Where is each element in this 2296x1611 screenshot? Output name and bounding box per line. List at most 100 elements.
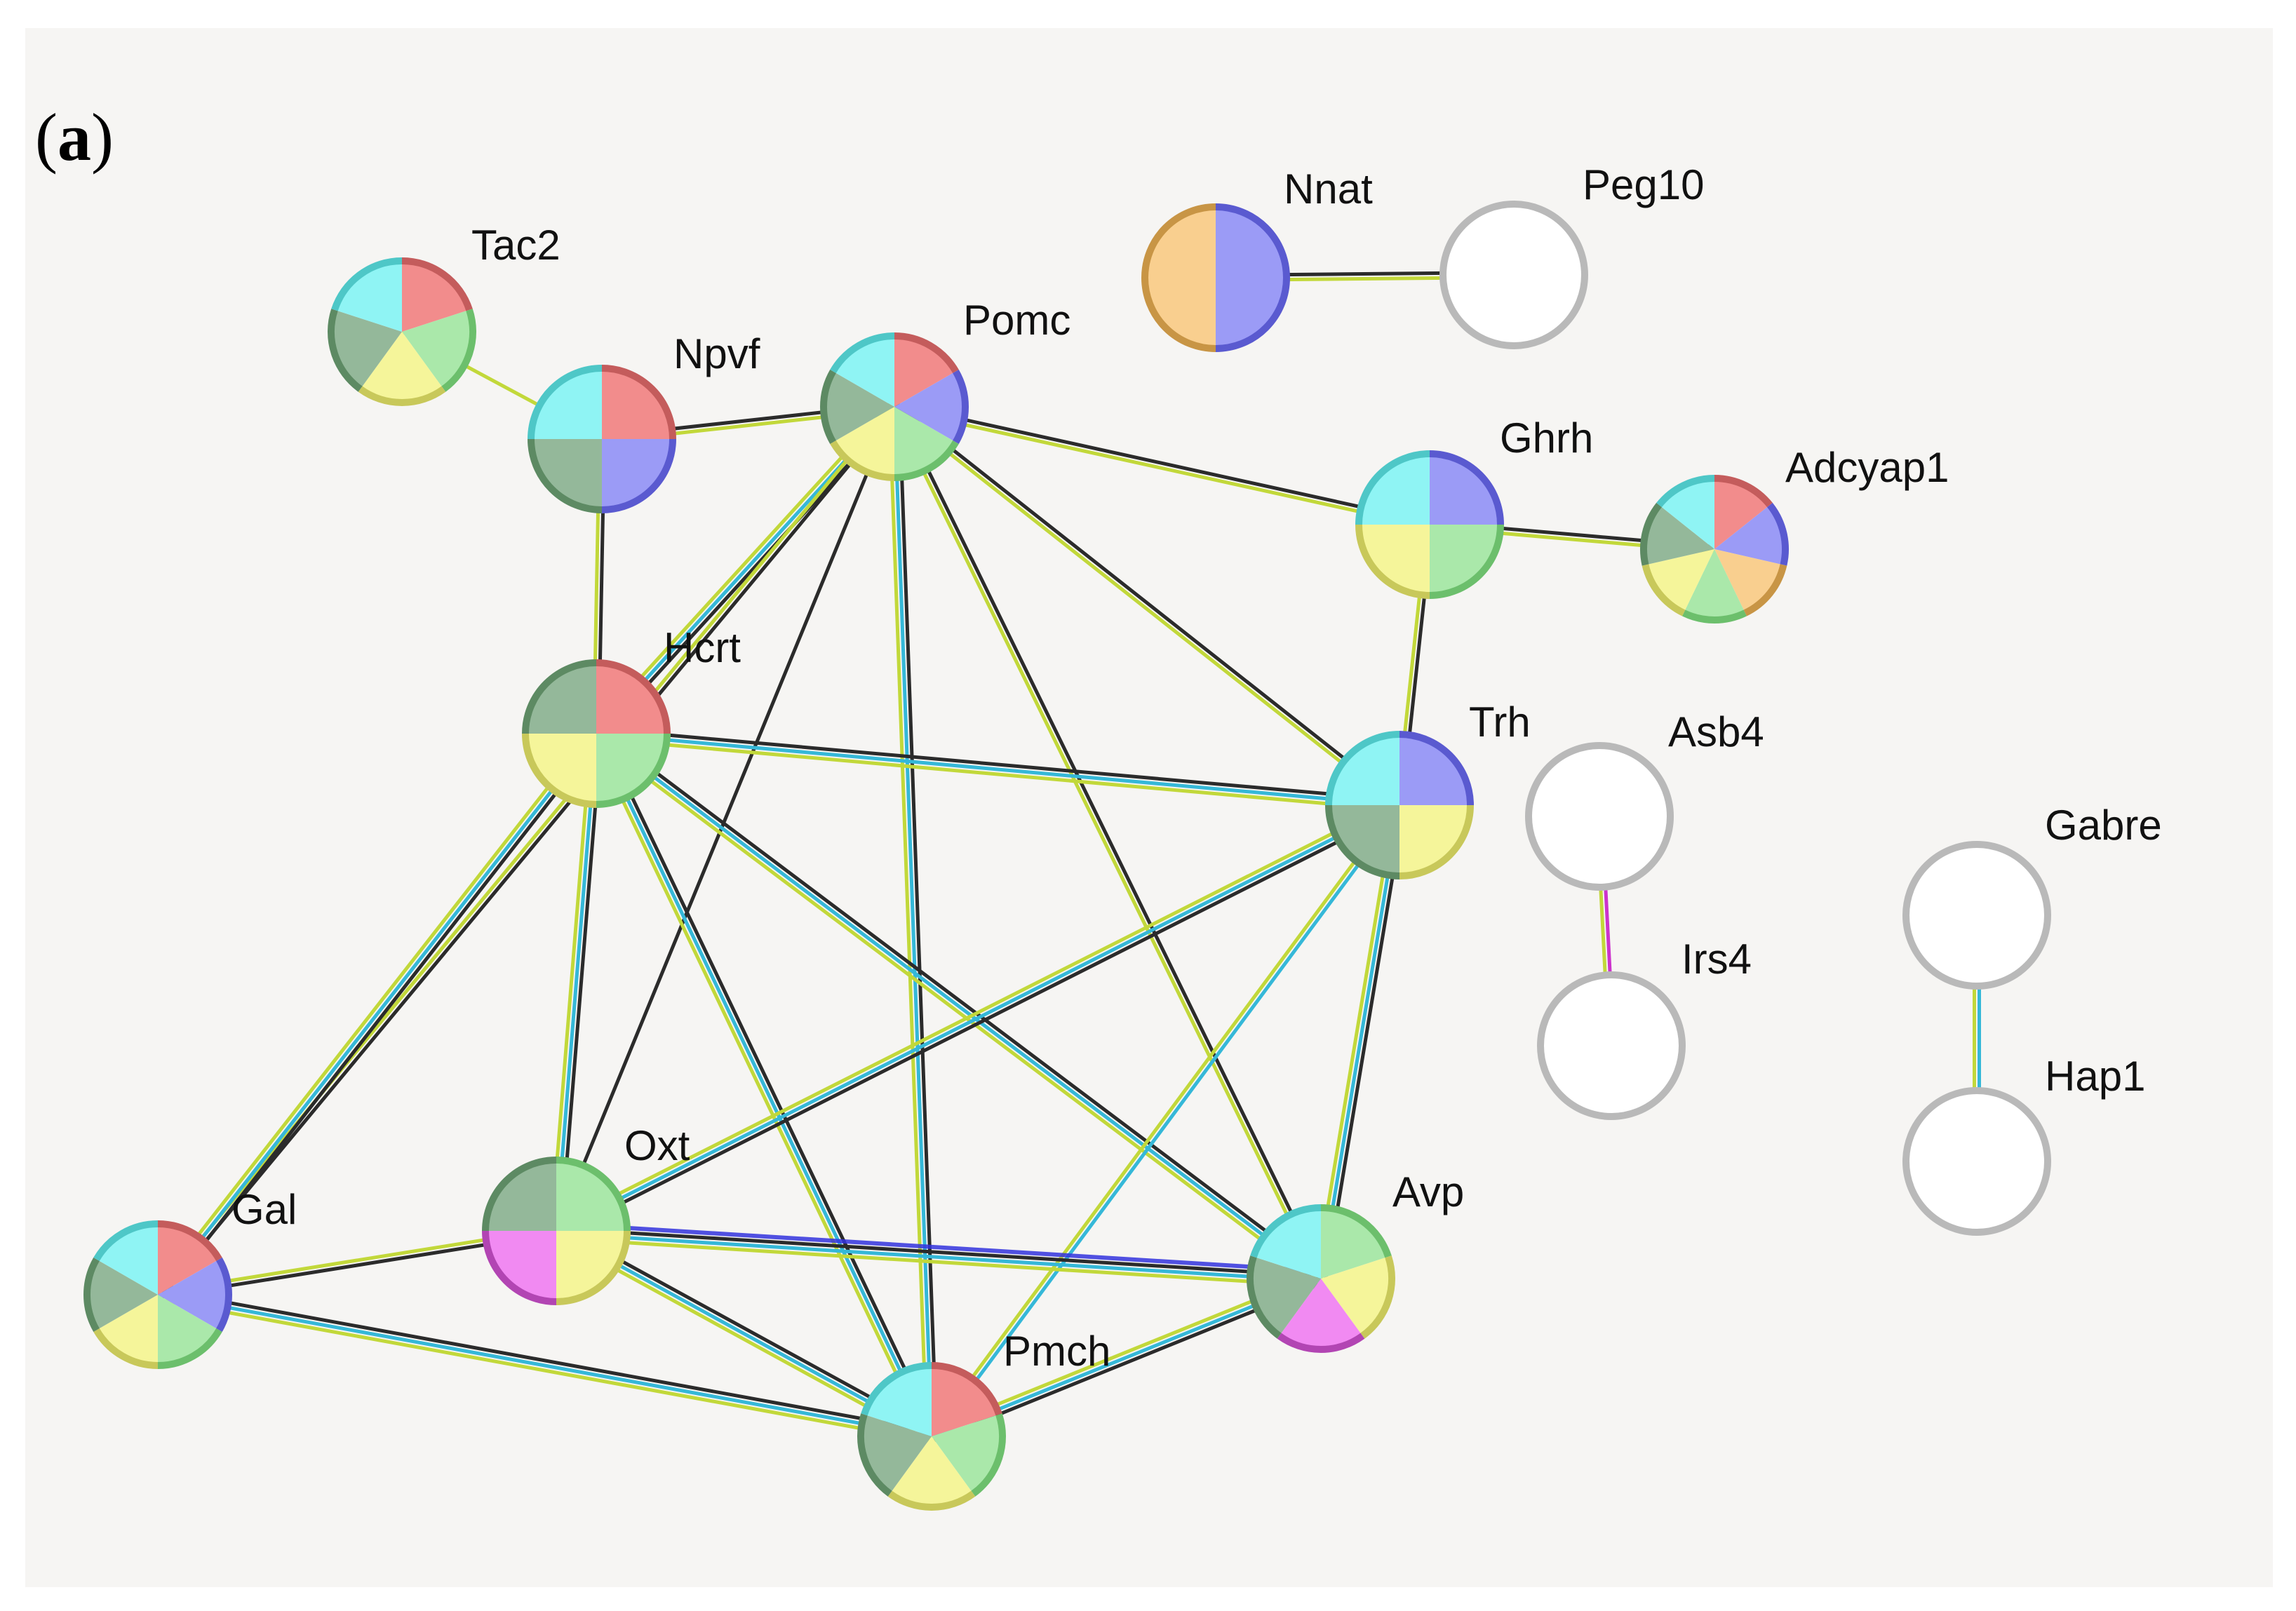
node-pmch[interactable] (857, 1362, 1006, 1511)
node-segment-blue (1399, 737, 1468, 805)
node-segment-magenta (488, 1231, 556, 1299)
node-gabre[interactable] (1902, 841, 2051, 990)
node-segment-cyan (1661, 481, 1714, 549)
node-border-yellow (522, 733, 597, 808)
node-border-green (1429, 524, 1504, 599)
node-circle (1439, 201, 1588, 349)
node-border-yellow (1399, 804, 1474, 879)
node-segment-cyan (866, 1368, 932, 1436)
node-circle (1902, 841, 2051, 990)
node-border-cyan (1656, 475, 1715, 508)
node-label-trh: Trh (1469, 699, 1531, 746)
edge-stripe-database (892, 406, 934, 1437)
node-border-green (556, 1157, 631, 1232)
node-segment-darkgreen (488, 1163, 556, 1231)
edge-stripe-text_mining (596, 736, 1399, 812)
node-asb4[interactable] (1525, 742, 1674, 891)
node-segment-blue (894, 372, 962, 441)
node-segment-yellow (556, 1231, 624, 1299)
node-label-avp: Avp (1392, 1168, 1464, 1215)
node-label-npvf: Npvf (673, 330, 760, 377)
node-peg10[interactable] (1439, 201, 1588, 349)
node-border-red (596, 659, 671, 734)
edge-stripe-text_mining (549, 733, 593, 1231)
node-hcrt[interactable] (522, 659, 671, 808)
edge-stripe-coexpression (894, 405, 1325, 1279)
node-border-green (894, 440, 959, 481)
edge-hcrt-trh (596, 727, 1400, 812)
node-pomc[interactable] (820, 332, 969, 481)
edge-stripe-coexpression (1324, 805, 1407, 1280)
node-gal[interactable] (83, 1220, 232, 1369)
edge-gal-pmch (156, 1288, 933, 1443)
edge-stripe-database (555, 803, 1401, 1233)
edge-stripe-text_mining (1314, 804, 1397, 1279)
node-border-cyan (1355, 450, 1430, 525)
node-segment-darkgreen (89, 1260, 158, 1329)
node-circle (1902, 1087, 2051, 1236)
node-oxt[interactable] (482, 1157, 631, 1305)
edge-stripe-text_mining (928, 802, 1399, 1436)
node-label-hcrt: Hcrt (664, 624, 741, 671)
node-border-blue (1215, 203, 1290, 352)
edge-stripe-database (556, 1231, 1321, 1283)
node-label-ghrh: Ghrh (1500, 414, 1593, 461)
node-label-hap1: Hap1 (2045, 1053, 2145, 1100)
node-border-cyan (528, 365, 603, 440)
node-border-yellow (1360, 1255, 1395, 1339)
edge-stripe-text_mining (152, 729, 594, 1293)
edge-stripe-text_mining (892, 407, 1399, 809)
node-tac2[interactable] (328, 257, 476, 406)
node-segment-yellow (361, 332, 443, 400)
node-irs4[interactable] (1537, 971, 1686, 1120)
node-border-blue (1429, 450, 1504, 525)
node-nnat[interactable] (1141, 203, 1290, 352)
edge-hcrt-gal (152, 729, 602, 1299)
edge-oxt-avp (556, 1221, 1322, 1288)
node-npvf[interactable] (528, 365, 676, 513)
edge-hcrt-oxt (549, 733, 603, 1232)
node-border-green (596, 733, 671, 808)
node-segment-blue (1216, 210, 1284, 346)
node-segment-green (1321, 1211, 1386, 1279)
node-border-green (971, 1413, 1006, 1497)
edge-stripe-database (594, 732, 934, 1438)
node-border-red (601, 365, 676, 440)
node-label-oxt: Oxt (624, 1122, 690, 1169)
node-avp[interactable] (1247, 1204, 1395, 1353)
node-segment-cyan (1331, 737, 1399, 805)
node-border-darkgreen (1247, 1255, 1282, 1339)
edge-stripe-database (1319, 804, 1402, 1279)
node-segment-cyan (1256, 1211, 1321, 1279)
node-border-cyan (331, 257, 403, 311)
edge-stripe-coexpression (160, 735, 602, 1299)
node-segment-yellow (1362, 525, 1430, 593)
node-border-darkgreen (522, 659, 597, 734)
node-trh[interactable] (1325, 731, 1474, 879)
nodes-layer (83, 201, 2051, 1511)
node-border-yellow (1642, 564, 1686, 616)
node-border-green (441, 309, 476, 392)
node-segment-yellow (891, 1436, 972, 1504)
node-segment-green (1430, 525, 1498, 593)
node-adcyap1[interactable] (1640, 475, 1789, 623)
node-border-red (894, 332, 959, 374)
node-border-blue (601, 438, 676, 513)
node-border-darkgreen (1640, 502, 1663, 566)
edge-pomc-ghrh (893, 403, 1431, 529)
node-label-asb4: Asb4 (1668, 708, 1764, 755)
node-label-irs4: Irs4 (1681, 936, 1752, 983)
node-border-orange (1743, 564, 1787, 616)
node-border-green (1320, 1204, 1392, 1258)
node-border-cyan (1325, 731, 1400, 806)
node-segment-darkgreen (1331, 805, 1399, 873)
node-segment-yellow (1321, 1258, 1389, 1334)
edge-stripe-text_mining (154, 404, 894, 1295)
edge-stripe-database (156, 732, 598, 1296)
node-ghrh[interactable] (1355, 450, 1504, 599)
edge-pomc-trh (892, 403, 1402, 809)
node-hap1[interactable] (1902, 1087, 2051, 1236)
edge-pomc-avp (890, 405, 1325, 1281)
edge-stripe-homology (556, 1221, 1322, 1274)
